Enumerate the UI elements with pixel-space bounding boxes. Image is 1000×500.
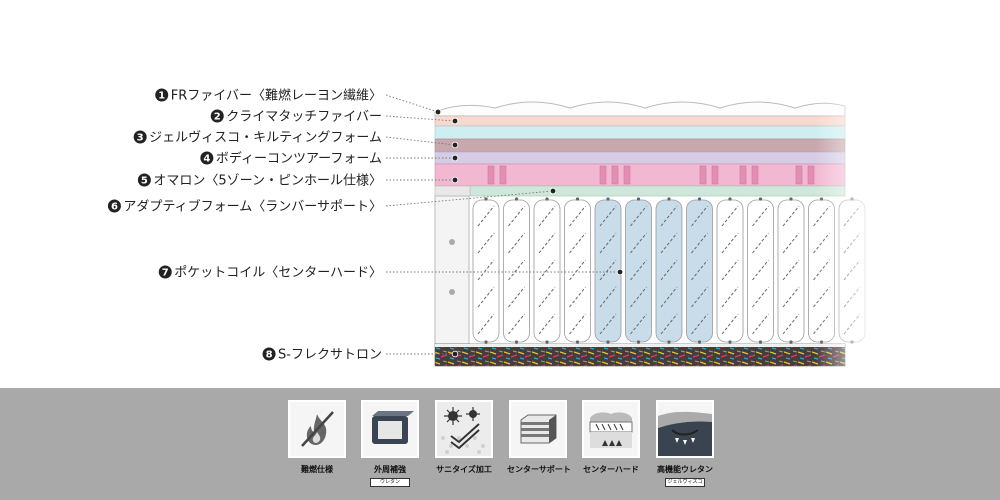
- callout-label: ボディーコンツアーフォーム: [216, 151, 382, 167]
- feature-label: 高機能ウレタン: [657, 465, 713, 474]
- callout-number: 1: [158, 91, 165, 102]
- layer-fr-fiber: [434, 101, 846, 117]
- layer-gel-visco: [434, 125, 846, 140]
- callout-label: S-フレクサトロン: [278, 348, 382, 363]
- callout-number-badge: [155, 88, 169, 102]
- feature-label: センターサポート: [507, 465, 571, 474]
- layer-omaron-zone: [434, 163, 846, 187]
- pocket-coil: [564, 197, 591, 344]
- callout-label: FRファイバー〈難燃レーヨン繊維〉: [171, 88, 382, 104]
- callout-number-badge: [158, 265, 172, 279]
- feature-sub-badge: ジェルヴィスコ: [665, 478, 705, 487]
- callout-6: 6 アダプティブフォーム〈ランバーサポート〉: [107, 187, 557, 215]
- layer-s-flexatron: [434, 343, 846, 367]
- callout-8: 8 S-フレクサトロン: [262, 347, 459, 363]
- callout-number-badge: [262, 347, 276, 361]
- callout-number: 6: [111, 202, 118, 213]
- layer-climatouch: [434, 115, 846, 127]
- callout-4: 4 ボディーコンツアーフォーム: [200, 151, 459, 167]
- callout-number: 3: [137, 133, 144, 144]
- pressure-foam-icon: [656, 400, 714, 458]
- mattress-cross-section: 1 FRファイバー〈難燃レーヨン繊維〉 2 クライマタッチファイバー 3 ジェルヴィスコ・…: [107, 88, 885, 380]
- flame-slash-icon: [288, 400, 346, 458]
- pocket-coil: [503, 197, 530, 344]
- sanitize-icon: [435, 400, 493, 458]
- callout-number-badge: [107, 199, 121, 213]
- callout-2: 2 クライマタッチファイバー: [210, 109, 459, 125]
- feature-label: サニタイズ加工: [436, 465, 492, 474]
- center-hard-coil: [594, 197, 622, 344]
- feature-item: 高機能ウレタンジェルヴィスコ: [654, 400, 716, 487]
- feature-label: 外周補強: [374, 465, 406, 474]
- layer-omaron: [434, 151, 846, 165]
- center-hard-coil: [655, 197, 683, 344]
- feature-item: サニタイズ加工: [433, 400, 495, 475]
- pocket-coil: [747, 197, 774, 344]
- callout-number: 7: [162, 268, 169, 279]
- layer-body-contour: [434, 138, 846, 153]
- feature-item: 難燃仕様: [286, 400, 348, 475]
- perimeter-foam: [434, 195, 470, 345]
- callout-5: 5 オマロン〈5ゾーン・ピンホール仕様〉: [137, 173, 459, 189]
- feature-label: センターハード: [583, 465, 639, 474]
- feature-bar: 難燃仕様外周補強ウレタンサニタイズ加工センターサポートセンターハード高機能ウレタ…: [0, 388, 1000, 500]
- center-support-icon: [509, 400, 567, 458]
- callout-number-badge: [210, 109, 224, 123]
- callout-label: ジェルヴィスコ・キルティングフォーム: [149, 130, 382, 146]
- callout-label: アダプティブフォーム〈ランバーサポート〉: [123, 199, 382, 215]
- center-hard-coil: [686, 197, 713, 344]
- callout-number-badge: [200, 151, 214, 165]
- callout-number-badge: [133, 130, 147, 144]
- feature-label: 難燃仕様: [301, 465, 333, 474]
- pocket-coil: [472, 197, 500, 344]
- callout-label: オマロン〈5ゾーン・ピンホール仕様〉: [153, 174, 382, 189]
- layer-adaptive-foam: [469, 185, 846, 197]
- pocket-coil: [716, 197, 744, 344]
- callout-number: 2: [214, 112, 221, 123]
- perimeter-frame-icon: [361, 400, 419, 458]
- callout-number: 4: [203, 154, 210, 165]
- callout-label: クライマタッチファイバー: [226, 110, 382, 125]
- center-hard-coil: [625, 197, 652, 344]
- callout-3: 3 ジェルヴィスコ・キルティングフォーム: [133, 130, 459, 149]
- feature-item: 外周補強ウレタン: [359, 400, 421, 487]
- feature-item: センターハード: [580, 400, 642, 475]
- callout-7: 7 ポケットコイル〈センターハード〉: [158, 265, 624, 281]
- pocket-coils: [472, 197, 866, 344]
- callout-number: 5: [141, 176, 148, 187]
- callout-number: 8: [266, 350, 273, 361]
- feature-item: センターサポート: [507, 400, 571, 475]
- pocket-coil: [777, 197, 805, 344]
- center-hard-icon: [582, 400, 640, 458]
- feature-sub-badge: ウレタン: [370, 478, 410, 487]
- callout-label: ポケットコイル〈センターハード〉: [174, 266, 382, 281]
- callout-1: 1 FRファイバー〈難燃レーヨン繊維〉: [155, 88, 442, 116]
- pocket-coil: [533, 197, 561, 344]
- callout-number-badge: [137, 173, 151, 187]
